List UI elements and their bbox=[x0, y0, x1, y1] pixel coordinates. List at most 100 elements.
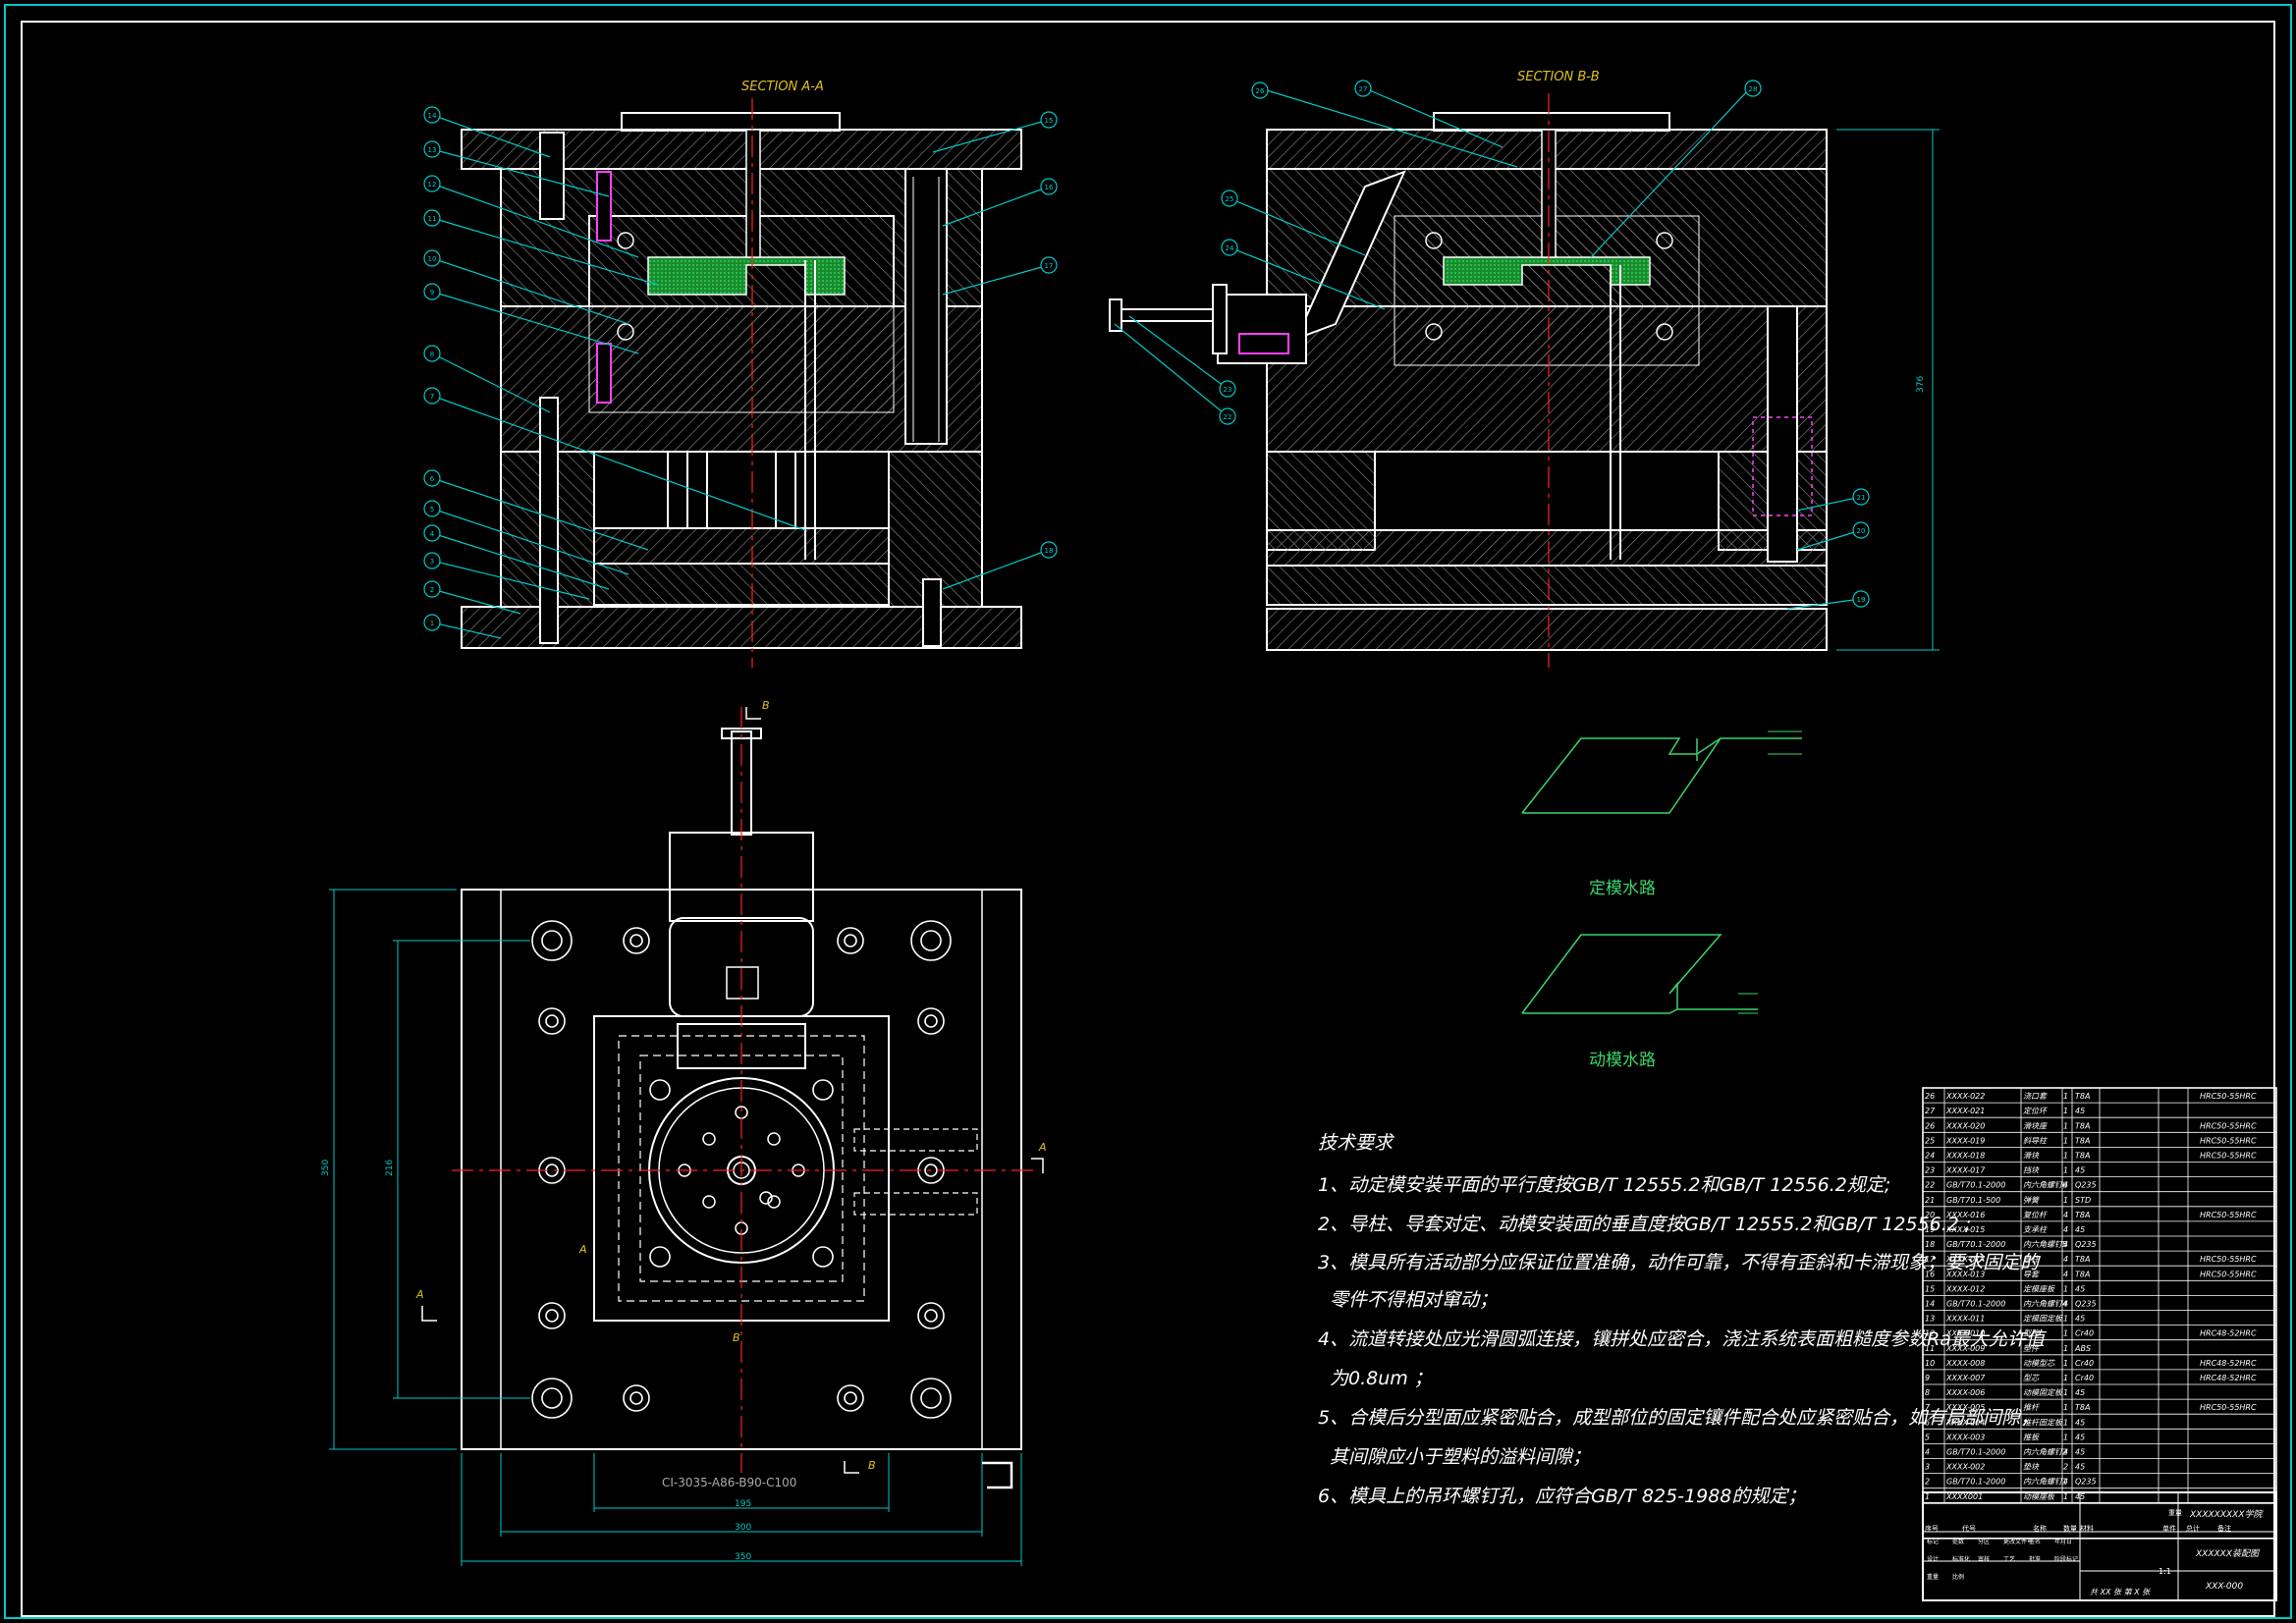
mark-b-center: B bbox=[733, 1331, 740, 1344]
sheet-count: 共 XX 张 第 X 张 bbox=[2090, 1588, 2151, 1596]
bom-cell-note: HRC50-55HRC bbox=[2200, 1121, 2257, 1130]
title-label: 标记 bbox=[1927, 1538, 1939, 1545]
bom-cell-code: XXXX-017 bbox=[1945, 1166, 1986, 1175]
bom-cell-name: 定位环 bbox=[2023, 1107, 2049, 1115]
note-line: 5、合模后分型面应紧密贴合，成型部位的固定镶件配合处应紧密贴合，如有局部间隙， bbox=[1318, 1407, 2039, 1429]
mark-b-top: B bbox=[762, 699, 770, 712]
balloon-number: 3 bbox=[430, 558, 434, 566]
bom-cell-name: 滑块 bbox=[2023, 1152, 2040, 1161]
bom-cell-no: 18 bbox=[1925, 1240, 1935, 1249]
balloon-circle bbox=[423, 500, 441, 517]
balloon-number: 10 bbox=[428, 255, 437, 263]
bom-cell-no: 9 bbox=[1925, 1374, 1930, 1382]
bom-cell-code: XXXX-003 bbox=[1945, 1433, 1985, 1441]
dim-outer: 350 bbox=[735, 1552, 751, 1562]
balloon-number: 2 bbox=[430, 586, 434, 594]
bom-cell-mat: T8A bbox=[2075, 1152, 2090, 1161]
title-label: 处数 bbox=[1952, 1538, 1964, 1545]
balloon-number: 4 bbox=[430, 530, 435, 538]
aa-leaders bbox=[431, 114, 1050, 639]
balloon-circle bbox=[1221, 189, 1238, 207]
water-circuits: 定模水路 动模水路 bbox=[1521, 730, 1802, 1070]
bom-header-w1: 单件 bbox=[2162, 1524, 2176, 1533]
moving-water-label: 动模水路 bbox=[1589, 1051, 1656, 1070]
bom-cell-code: XXXX-014 bbox=[1945, 1255, 1985, 1264]
bom-cell-no: 24 bbox=[1925, 1152, 1935, 1161]
bom-cell-mat: Q235 bbox=[2075, 1240, 2097, 1249]
bom-header-name: 名称 bbox=[2033, 1524, 2047, 1533]
bom-cell-code: XXXX-008 bbox=[1945, 1359, 1985, 1368]
bom-cell-code: XXXX-013 bbox=[1945, 1270, 1985, 1278]
bom-cell-name: 内六角螺钉2 bbox=[2023, 1448, 2067, 1457]
balloon-circle bbox=[1219, 380, 1236, 398]
balloon-circle bbox=[423, 106, 441, 124]
bom-cell-mat: STD bbox=[2075, 1196, 2091, 1205]
bom-cell-note: HRC50-55HRC bbox=[2200, 1092, 2257, 1101]
bom-cell-note: HRC48-52HRC bbox=[2200, 1374, 2257, 1382]
balloon-number: 11 bbox=[428, 215, 437, 223]
dim-inner: 195 bbox=[735, 1499, 751, 1509]
bom-cell-mat: T8A bbox=[2075, 1092, 2090, 1101]
bom-cell-code: GB/T70.1-2000 bbox=[1946, 1478, 2005, 1487]
bom-cell-qty: 1 bbox=[2063, 1196, 2068, 1205]
mark-a-right: A bbox=[1038, 1141, 1047, 1154]
bom-cell-mat: 45 bbox=[2075, 1166, 2085, 1175]
bom-cell-code: XXXX-020 bbox=[1945, 1121, 1985, 1130]
balloon-circle bbox=[423, 140, 441, 158]
bom-cell-code: XXXX-019 bbox=[1945, 1136, 1985, 1145]
bom-cell-name: 定模固定板 bbox=[2023, 1315, 2063, 1324]
note-line: 其间隙应小于塑料的溢料间隙； bbox=[1330, 1446, 1591, 1468]
bom-cell-name: 动模固定板 bbox=[2023, 1388, 2063, 1397]
bom-cell-note: HRC50-55HRC bbox=[2200, 1136, 2257, 1145]
bom-cell-code: GB/T70.1-2000 bbox=[1946, 1300, 2005, 1309]
bom-cell-no: 6 bbox=[1925, 1418, 1930, 1427]
bom-cell-code: XXXX-004 bbox=[1945, 1418, 1985, 1427]
title-label: 比例 bbox=[1952, 1573, 1964, 1581]
title-label: 批准 bbox=[2029, 1555, 2041, 1563]
bom-cell-name: 垫块 bbox=[2023, 1463, 2040, 1472]
drawing-frame bbox=[4, 4, 2292, 1619]
bom-cell-code: XXXX-012 bbox=[1945, 1284, 1985, 1293]
bom-cell-code: GB/T70.1-2000 bbox=[1946, 1181, 2005, 1190]
bom-cell-qty: 1 bbox=[2063, 1492, 2068, 1501]
balloon-number: 18 bbox=[1045, 547, 1054, 555]
balloon-circle bbox=[423, 552, 441, 569]
mark-a-left: A bbox=[415, 1288, 424, 1301]
bom-cell-code: XXXX-007 bbox=[1945, 1374, 1986, 1382]
bom-cell-name: 推杆 bbox=[2023, 1403, 2041, 1412]
bom-cell-qty: 1 bbox=[2063, 1107, 2068, 1115]
bom-cell-code: XXXX-018 bbox=[1945, 1152, 1985, 1161]
bom-cell-name: 浇口套 bbox=[2023, 1092, 2048, 1101]
balloon-number: 13 bbox=[428, 146, 437, 154]
balloon-circle bbox=[423, 345, 441, 362]
title-label: 审核 bbox=[1978, 1555, 1990, 1563]
dim-v-outer: 350 bbox=[321, 1160, 331, 1176]
bom-cell-name: 斜导柱 bbox=[2023, 1136, 2048, 1145]
bom-cell-mat: T8A bbox=[2075, 1270, 2090, 1278]
notes-title: 技术要求 bbox=[1318, 1132, 1395, 1154]
bom-cell-qty: 4 bbox=[2063, 1270, 2068, 1278]
balloon-circle bbox=[1251, 81, 1269, 99]
balloon-circle bbox=[423, 175, 441, 192]
bom-cell-mat: 45 bbox=[2075, 1284, 2085, 1293]
balloon-circle bbox=[1040, 111, 1058, 129]
bom-cell-qty: 4 bbox=[2063, 1240, 2068, 1249]
bom-cell-name: 塑件 bbox=[2023, 1344, 2040, 1353]
bom-cell-no: 22 bbox=[1925, 1181, 1935, 1190]
bom-cell-name: 内六角螺钉1 bbox=[2023, 1478, 2067, 1487]
balloon-number: 22 bbox=[1224, 413, 1232, 421]
bom-cell-name: 挡块 bbox=[2023, 1166, 2040, 1175]
balloon-number: 21 bbox=[1857, 494, 1866, 502]
bom-cell-name: 定模座板 bbox=[2023, 1284, 2055, 1293]
bom-cell-no: 2 bbox=[1925, 1478, 1930, 1487]
bom-cell-code: XXXX-010 bbox=[1945, 1329, 1985, 1338]
balloon-number: 19 bbox=[1857, 596, 1866, 604]
bom-cell-name: 导套 bbox=[2023, 1270, 2040, 1278]
bom-cell-note: HRC48-52HRC bbox=[2200, 1359, 2257, 1368]
technical-requirements: 技术要求 1、动定模安装平面的平行度按GB/T 12555.2和GB/T 125… bbox=[1318, 1132, 2048, 1507]
balloon-number: 7 bbox=[430, 393, 434, 401]
bom-cell-name: 弹簧 bbox=[2023, 1196, 2041, 1205]
bom-cell-mat: T8A bbox=[2075, 1403, 2090, 1412]
balloon-number: 8 bbox=[430, 351, 434, 358]
dim-v-inner: 216 bbox=[385, 1160, 395, 1176]
